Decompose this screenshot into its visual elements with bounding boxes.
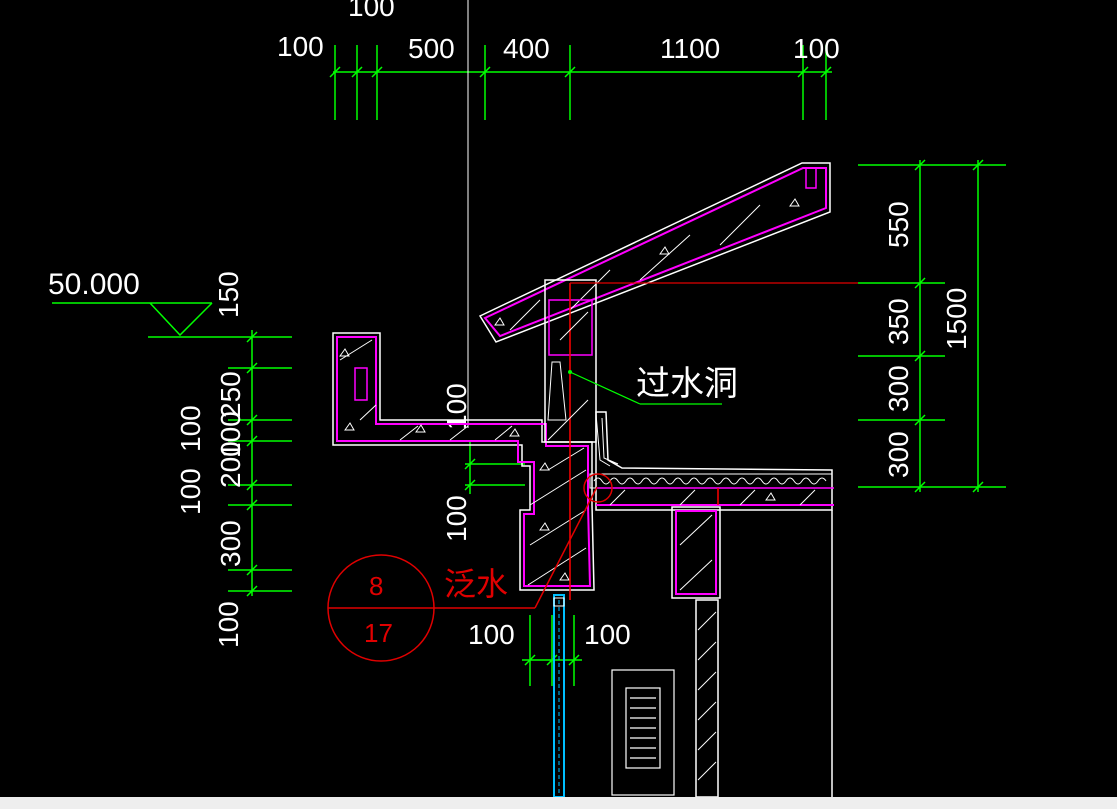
gutter-section [332,332,595,591]
dimension-top-5: 100 [793,33,840,64]
dimension-inner-bottom: 100 [441,495,472,542]
dimension-left-6: 300 [215,520,246,567]
window-frame [553,594,565,798]
overflow-hole-label: 过水洞 [636,364,738,404]
dimension-right-1: 550 [883,201,914,248]
dimension-top-1: 100 [277,31,324,62]
left-dimension-chain [148,330,292,597]
dimension-left-5: 100 [175,468,206,515]
dimension-right-4: 300 [883,431,914,478]
overflow-hole-leader [568,370,722,405]
dimension-top-4: 1100 [660,33,720,64]
dimension-top-2: 500 [408,33,455,64]
dimension-left-extra: 100 [175,405,206,452]
flashing-label: 泛水 [444,565,508,603]
dimension-left-3: 100 [215,411,246,458]
dimension-right-total: 1500 [941,288,972,350]
dimension-right-2: 350 [883,298,914,345]
bottom-dimension-chain [522,615,582,686]
dimension-left-2: 250 [215,371,246,418]
right-dimension-chain [858,159,1006,493]
detail-sheet: 17 [364,618,393,648]
elevation-marker [52,302,213,337]
inner-dimension-ticks [464,442,525,494]
dimension-left-4: 200 [215,441,246,488]
dimension-right-3: 300 [883,365,914,412]
dimension-left-7: 100 [213,601,244,648]
top-dimension-chain [329,45,832,120]
dimension-left-1: 150 [213,271,244,318]
dimension-bottom-1: 100 [468,619,515,650]
detail-number: 8 [369,571,383,601]
dimension-inner-top: 100 [441,383,472,430]
dimension-top-3: 400 [503,33,550,64]
interior-wall [671,506,833,798]
detail-callout [327,473,613,662]
elevation-value: 50.000 [48,268,140,301]
ac-unit-grille [611,669,675,796]
sloped-roof-slab [478,162,831,343]
roof-deck [589,411,834,511]
bottom-status-strip [0,797,1117,809]
dimension-top-cut-label: 100 [348,0,395,22]
upstand-wall [544,279,858,600]
dimension-bottom-2: 100 [584,619,631,650]
